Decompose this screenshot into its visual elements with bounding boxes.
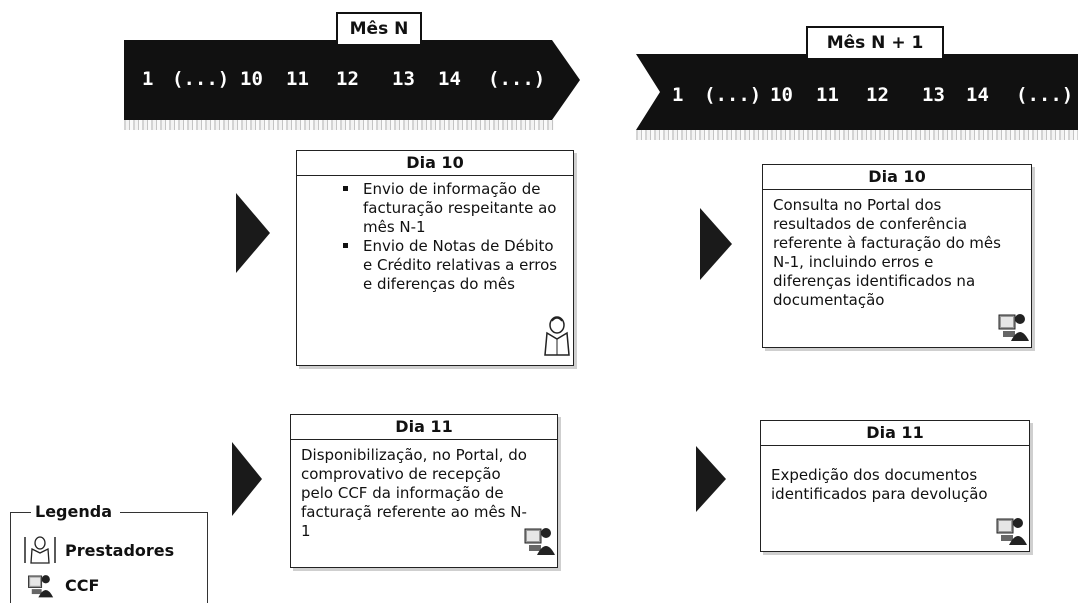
box-month-n1-dia-10: Dia 10 Consulta no Portal dos resultados… — [762, 164, 1032, 348]
timeline-day: 10 — [240, 68, 263, 90]
arrow-right-icon — [700, 208, 732, 280]
prestadores-icon — [24, 536, 56, 564]
timeline-day: 12 — [336, 68, 359, 90]
timeline-day: 11 — [286, 68, 309, 90]
box-title: Dia 11 — [291, 415, 557, 440]
box-month-n-dia-11: Dia 11 Disponibilização, no Portal, do c… — [290, 414, 558, 568]
prestadores-icon — [544, 316, 570, 356]
timeline-day: 10 — [770, 84, 793, 106]
timeline-day: 12 — [866, 84, 889, 106]
timeline-day: (...) — [1016, 84, 1074, 106]
timeline-shadow — [124, 120, 554, 130]
timeline-month-n-bar — [124, 40, 580, 120]
box-title: Dia 11 — [761, 421, 1029, 446]
legend-title: Legenda — [31, 502, 120, 521]
ccf-icon — [524, 528, 555, 555]
box-text: Consulta no Portal dos resultados de con… — [773, 196, 1001, 309]
timeline-month-n: 1 (...) 10 11 12 13 14 (...) — [124, 40, 580, 120]
timeline-month-n1-bar — [636, 54, 1078, 130]
month-n1-label: Mês N + 1 — [806, 26, 944, 60]
timeline-day: (...) — [172, 68, 230, 90]
legend-item-prestadores: Prestadores — [23, 535, 174, 565]
box-month-n-dia-10: Dia 10 Envio de informação de facturação… — [296, 150, 574, 366]
timeline-day: 13 — [922, 84, 945, 106]
month-n-label: Mês N — [336, 12, 422, 46]
legend: Legenda Prestadores CCF — [10, 502, 208, 603]
arrow-right-icon — [236, 193, 270, 273]
bullet-item: Envio de Notas de Débito e Crédito relat… — [343, 237, 567, 294]
bullet-item: Envio de informação de facturação respei… — [343, 180, 567, 237]
ccf-icon — [996, 518, 1027, 545]
legend-item-ccf: CCF — [23, 571, 99, 599]
ccf-icon — [998, 314, 1029, 341]
legend-label: CCF — [65, 575, 100, 595]
timeline-day: (...) — [488, 68, 546, 90]
bullet-list: Envio de informação de facturação respei… — [297, 180, 573, 294]
arrow-right-icon — [232, 442, 262, 516]
box-text: Disponibilização, no Portal, do comprova… — [301, 446, 527, 540]
ccf-icon — [28, 575, 54, 598]
timeline-day: 14 — [438, 68, 461, 90]
box-month-n1-dia-11: Dia 11 Expedição dos documentos identifi… — [760, 420, 1030, 552]
timeline-day: 1 — [142, 68, 154, 90]
timeline-month-n1: 1 (...) 10 11 12 13 14 (...) — [636, 54, 1078, 130]
timeline-day: 1 — [672, 84, 684, 106]
timeline-day: 13 — [392, 68, 415, 90]
timeline-day: (...) — [704, 84, 762, 106]
arrow-right-icon — [696, 446, 726, 512]
timeline-shadow — [636, 130, 1078, 140]
box-title: Dia 10 — [297, 151, 573, 176]
box-title: Dia 10 — [763, 165, 1031, 190]
timeline-day: 11 — [816, 84, 839, 106]
box-text: Expedição dos documentos identificados p… — [771, 466, 988, 503]
timeline-day: 14 — [966, 84, 989, 106]
legend-label: Prestadores — [65, 540, 175, 560]
